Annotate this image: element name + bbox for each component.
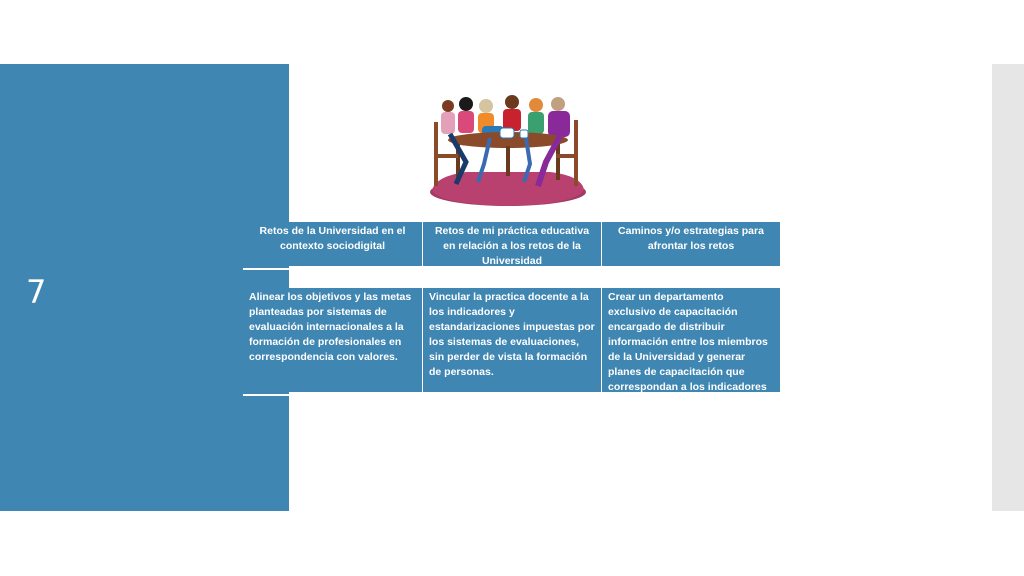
slide-number: 7 — [26, 273, 47, 311]
table-cell: Vincular la practica docente a la los in… — [422, 288, 601, 392]
people-meeting-at-table-icon — [426, 92, 590, 210]
left-accent-band — [0, 64, 289, 511]
table-cell: Crear un departamento exclusivo de capac… — [601, 288, 780, 392]
table-header-row: Retos de la Universidad en el contexto s… — [243, 222, 780, 270]
table-row: Alinear los objetivos y las metas plante… — [243, 288, 780, 396]
table-cell: Alinear los objetivos y las metas plante… — [243, 288, 422, 392]
table-header-cell: Retos de la Universidad en el contexto s… — [243, 222, 422, 266]
table-header-cell: Retos de mi práctica educativa en relaci… — [422, 222, 601, 266]
right-side-strip — [992, 64, 1024, 511]
table-header-cell: Caminos y/o estrategias para afrontar lo… — [601, 222, 780, 266]
